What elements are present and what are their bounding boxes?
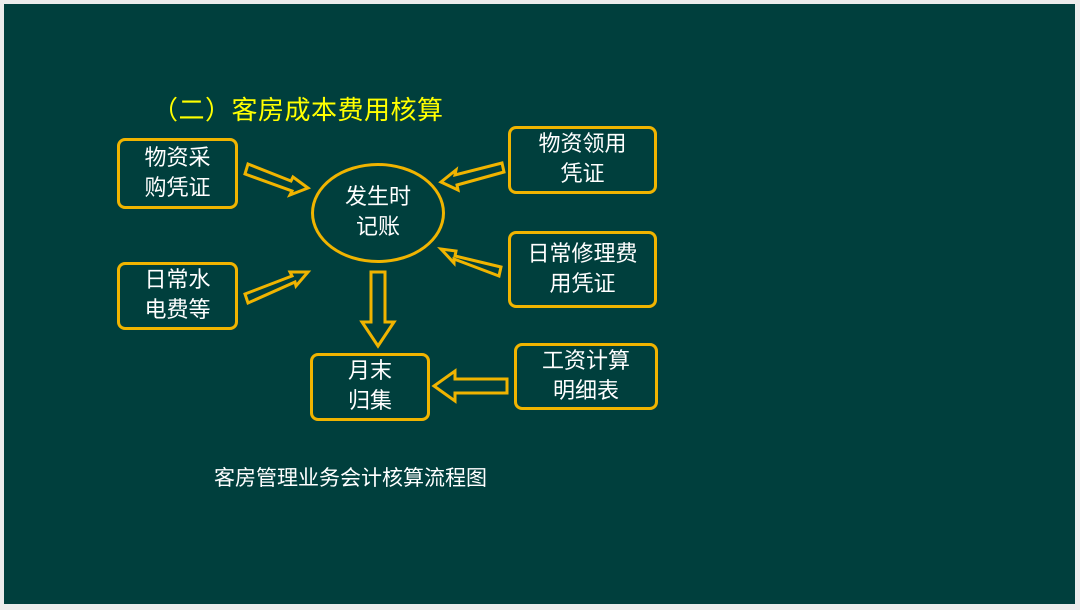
diagram-title: （二）客房成本费用核算: [152, 96, 444, 126]
repair-voucher-box: 日常修理费 用凭证: [508, 231, 657, 308]
purchase-voucher-box: 物资采 购凭证: [117, 138, 238, 209]
requisition-voucher-label: 物资领用 凭证: [538, 132, 627, 187]
record-on-occurrence-ellipse: 发生时 记账: [311, 163, 445, 263]
requisition-voucher-box: 物资领用 凭证: [508, 126, 657, 194]
utilities-box: 日常水 电费等: [117, 262, 238, 330]
salary-detail-box: 工资计算 明细表: [514, 343, 658, 410]
record-on-occurrence-label: 发生时 记账: [344, 185, 411, 240]
utilities-label: 日常水 电费等: [144, 268, 211, 323]
diagram-caption: 客房管理业务会计核算流程图: [214, 466, 487, 490]
arrow-salary-to-month-end: [431, 368, 509, 404]
purchase-voucher-label: 物资采 购凭证: [144, 145, 211, 201]
slide: （二）客房成本费用核算 物资采 购凭证 日常水 电费等 物资领用 凭证 日常修理…: [4, 4, 1075, 604]
arrow-requisition-to-center: [438, 161, 506, 193]
arrow-utilities-to-center: [243, 270, 312, 306]
month-end-label: 月末 归集: [347, 359, 392, 414]
salary-detail-label: 工资计算 明细表: [541, 348, 630, 404]
arrow-purchase-to-center: [243, 162, 312, 198]
arrows-layer: [243, 161, 509, 404]
month-end-box: 月末 归集: [310, 353, 430, 421]
arrow-center-to-month-end: [359, 270, 397, 349]
arrow-repair-to-center: [437, 246, 503, 279]
repair-voucher-label: 日常修理费 用凭证: [527, 241, 638, 297]
